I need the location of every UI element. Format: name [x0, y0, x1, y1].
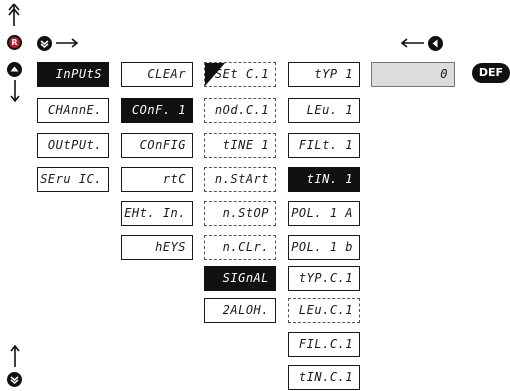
selected-marker-icon [205, 63, 225, 86]
up-arrow-icon [10, 344, 20, 367]
menu-time-1[interactable]: tINE 1 [204, 133, 276, 158]
menu-clear[interactable]: CLEAr [121, 62, 193, 87]
menu-time-in-c1[interactable]: tIN.C.1 [288, 365, 360, 390]
menu-channel[interactable]: CHAnnE. [37, 98, 109, 123]
menu-ext-in[interactable]: EHt. In. [121, 201, 193, 226]
menu-level-1[interactable]: LEu. 1 [288, 98, 360, 123]
menu-signal[interactable]: SIGnAL [204, 266, 276, 291]
menu-rtc[interactable]: rtC [121, 167, 193, 192]
menu-time-in-1[interactable]: tIN. 1 [288, 167, 360, 192]
down-arrow-icon [10, 80, 20, 103]
default-button-icon[interactable]: DEF [472, 63, 510, 83]
menu-pol-1a[interactable]: POL. 1 A [288, 201, 360, 226]
menu-2aloh[interactable]: 2ALOH. [204, 298, 276, 323]
menu-m-start[interactable]: n.StArt [204, 167, 276, 192]
reset-button-icon[interactable]: R [7, 35, 22, 50]
right-arrow-icon [56, 38, 79, 48]
menu-type-1[interactable]: tYP 1 [288, 62, 360, 87]
menu-set-c1-label: SEt C.1 [214, 67, 269, 81]
menu-output[interactable]: OUtPUt. [37, 133, 109, 158]
menu-set-c1[interactable]: SEt C.1 [204, 62, 276, 87]
menu-service[interactable]: SEru IC. [37, 167, 109, 192]
down-button-icon[interactable] [7, 372, 22, 387]
menu-inputs[interactable]: InPUtS [37, 62, 109, 87]
menu-m-clr[interactable]: n.CLr. [204, 235, 276, 260]
double-up-arrow-icon [8, 3, 20, 26]
menu-filter-c1[interactable]: FIL.C.1 [288, 332, 360, 357]
menu-config-1[interactable]: COnF. 1 [121, 98, 193, 123]
menu-type-c1[interactable]: tYP.C.1 [288, 266, 360, 291]
left-arrow-icon [400, 38, 424, 48]
menu-keys[interactable]: hEYS [121, 235, 193, 260]
menu-level-c1[interactable]: LEu.C.1 [288, 298, 360, 323]
menu-pol-1b[interactable]: POL. 1 b [288, 235, 360, 260]
menu-config[interactable]: COnFIG [121, 133, 193, 158]
menu-filter-1[interactable]: FILt. 1 [288, 133, 360, 158]
up-button-icon[interactable] [7, 62, 22, 77]
value-display: 0 [371, 62, 455, 87]
menu-mode-c1[interactable]: nOd.C.1 [204, 98, 276, 123]
menu-m-stop[interactable]: n.StOP [204, 201, 276, 226]
left-button-icon[interactable] [428, 36, 443, 51]
down-button-icon[interactable] [37, 36, 52, 51]
